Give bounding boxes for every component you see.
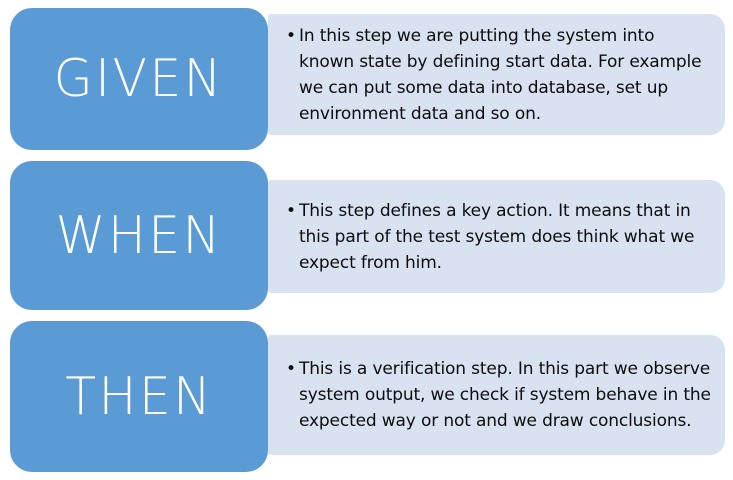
description-bullet-item-then: • This is a verification step. In this p… xyxy=(277,356,711,434)
bullet-point-icon: • xyxy=(286,359,296,379)
keyword-block-when: WHEN xyxy=(10,161,268,310)
description-text-then: This is a verification step. In this par… xyxy=(299,359,711,431)
description-bullet-item-when: • This step defines a key action. It mea… xyxy=(277,198,711,276)
description-bullet-item-given: • In this step we are putting the system… xyxy=(277,23,711,127)
description-panel-then: • This is a verification step. In this p… xyxy=(268,335,725,455)
description-panel-when: • This step defines a key action. It mea… xyxy=(268,180,725,293)
description-list-given: • In this step we are putting the system… xyxy=(277,23,725,127)
keyword-label-then: THEN xyxy=(64,366,214,427)
description-list-when: • This step defines a key action. It mea… xyxy=(277,198,725,276)
bullet-point-icon: • xyxy=(286,25,296,46)
description-text-given: In this step we are putting the system i… xyxy=(299,25,702,124)
keyword-block-given: GIVEN xyxy=(10,8,268,150)
keyword-label-given: GIVEN xyxy=(53,49,225,109)
description-text-when: This step defines a key action. It means… xyxy=(299,200,695,273)
bullet-point-icon: • xyxy=(286,200,296,221)
description-list-then: • This is a verification step. In this p… xyxy=(277,356,725,434)
description-panel-given: • In this step we are putting the system… xyxy=(268,14,725,135)
keyword-label-when: WHEN xyxy=(55,205,223,266)
keyword-block-then: THEN xyxy=(10,321,268,472)
